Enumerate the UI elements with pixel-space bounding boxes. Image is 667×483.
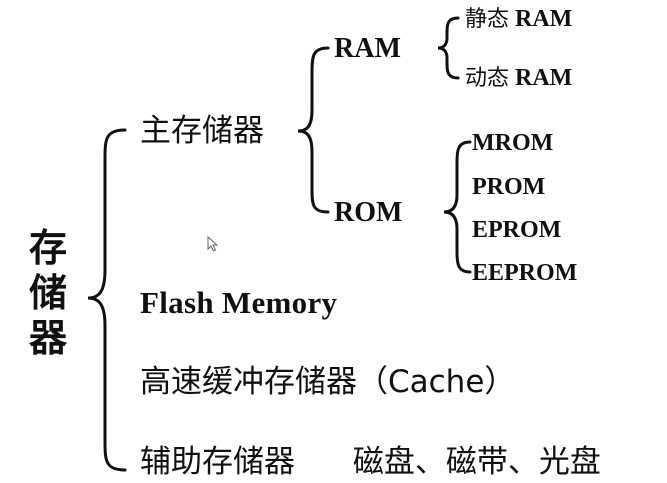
flash-memory-label: Flash Memory: [140, 285, 338, 320]
static-ram-cn: 静态: [465, 7, 510, 32]
auxiliary-row: 辅助存储器 磁盘、磁带、光盘: [140, 447, 601, 478]
root-label: 存 储 器: [28, 226, 68, 361]
ram-label: RAM: [334, 33, 401, 64]
dynamic-ram-en: RAM: [515, 65, 573, 91]
main-memory-brace: [297, 46, 330, 214]
rom-child-eeprom: EEPROM: [472, 260, 578, 286]
dynamic-ram-label: 动态 RAM: [465, 66, 572, 90]
dynamic-ram-cn: 动态: [465, 66, 510, 91]
ram-brace: [437, 16, 460, 80]
mouse-pointer-icon: [207, 236, 219, 252]
auxiliary-label: 辅助存储器: [140, 444, 295, 480]
root-brace: [87, 128, 127, 472]
rom-child-mrom: MROM: [472, 130, 554, 156]
root-char-1: 存: [28, 226, 67, 270]
rom-child-eprom: EPROM: [472, 217, 562, 243]
rom-brace: [443, 140, 472, 274]
rom-label: ROM: [334, 197, 403, 228]
static-ram-label: 静态 RAM: [465, 7, 572, 31]
static-ram-en: RAM: [515, 6, 573, 32]
main-memory-label: 主存储器: [140, 113, 264, 149]
auxiliary-items: 磁盘、磁带、光盘: [352, 444, 601, 480]
cache-text: 高速缓冲存储器（Cache）: [140, 364, 516, 400]
root-char-3: 器: [28, 316, 67, 360]
rom-child-prom: PROM: [472, 174, 546, 200]
root-char-2: 储: [28, 271, 67, 315]
cache-label: 高速缓冲存储器（Cache）: [140, 367, 515, 398]
